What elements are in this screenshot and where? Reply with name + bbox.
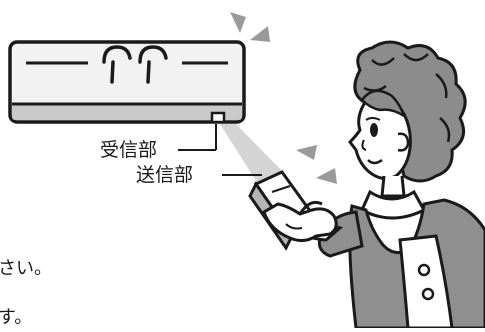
unit-logo-right <box>138 45 168 64</box>
signal-triangle-ac-right <box>250 26 270 42</box>
woman-figure <box>248 40 485 330</box>
dress-button-2 <box>421 287 435 301</box>
dress-button-1 <box>417 263 431 277</box>
signal-triangle-remote-right <box>316 168 337 184</box>
air-conditioner-unit <box>8 40 246 124</box>
woman-mouth <box>367 158 383 165</box>
instruction-fragment-2: す。 <box>0 307 33 328</box>
woman-hand <box>262 202 338 243</box>
instruction-fragment-1: さい。 <box>0 258 52 279</box>
unit-logo-left <box>102 45 132 64</box>
signal-beam <box>220 124 283 184</box>
receiver-window <box>210 111 226 124</box>
woman-eye <box>370 123 378 137</box>
transmitter-label: 送信部 <box>136 164 194 186</box>
signal-triangle-ac-top <box>230 12 246 33</box>
signal-triangle-remote-top <box>296 145 317 160</box>
receiver-label: 受信部 <box>100 139 158 161</box>
